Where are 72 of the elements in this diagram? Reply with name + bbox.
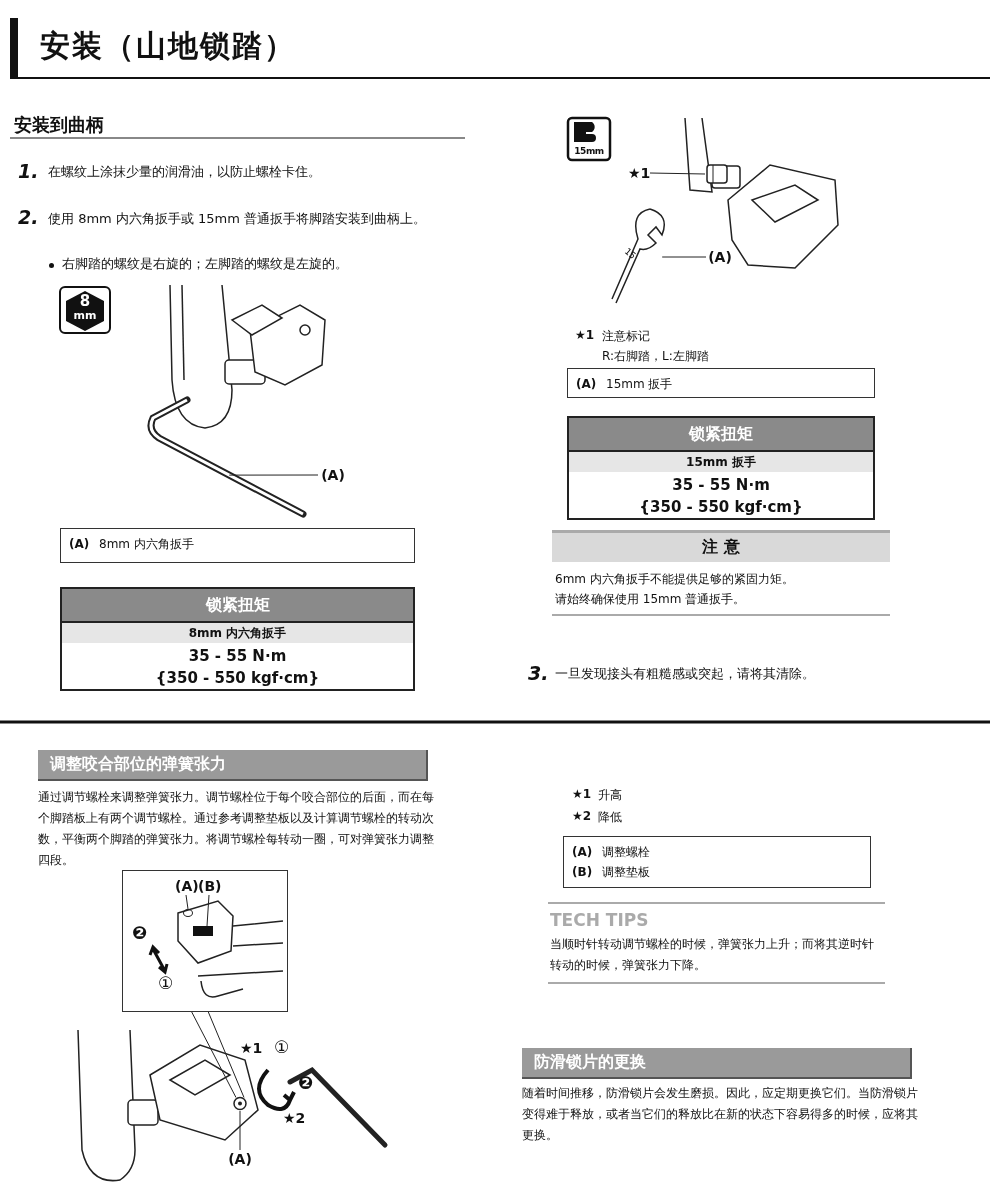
callout-label: (A) [175,877,197,895]
leader-line [228,474,319,476]
note-text: 请始终确保使用 15mm 普通扳手。 [555,591,747,608]
caution-band: 注 意 [552,530,890,562]
table-header: 锁紧扭矩 [62,589,413,623]
legend-box [563,836,871,888]
step-text: 在螺纹上涂抹少量的润滑油，以防止螺栓卡住。 [48,163,322,181]
body-text: 通过调节螺栓来调整弹簧张力。调节螺栓位于每个咬合部位的后面，而在每个脚踏板上有两个调节螺栓。通过参考调整垫板以及计算调节螺栓的转动次数，平衡两个脚踏的弹簧张力。将调节螺栓每转动一圈，可对弹簧张力调整四段。 [38,789,434,869]
step-marker: ❷ [132,922,149,943]
note-text: 6mm 内六角扳手不能提供足够的紧固力矩。 [555,571,795,588]
leader-line [207,1011,245,1098]
torque-table [567,416,875,520]
table-subheader: 15mm 扳手 [569,452,873,472]
icon-text: mm [72,309,98,322]
callout-letter: (B) [572,864,594,881]
callout-letter: (A) [69,536,91,553]
torque-value: 35 - 55 N·m [187,646,288,667]
star-marker: ★1 [575,328,596,342]
step-text: 使用 8mm 内六角扳手或 15mm 普通扳手将脚踏安装到曲柄上。 [48,210,427,228]
step-number: 1. [18,160,40,182]
torque-value: {350 - 550 kgf·cm} [638,497,804,518]
table-subheader: 8mm 内六角扳手 [62,623,413,643]
legend-text: 调整螺栓 [602,845,650,859]
star-marker: ★2 [572,809,593,823]
wrench-marking: 15 [622,246,639,264]
leader-line [239,1110,241,1151]
star-marker: ★1 [572,787,593,801]
table-header: 锁紧扭矩 [569,418,873,452]
callout-label: (B) [198,877,220,895]
step-number: 2. [18,206,40,228]
callout-letter: (A) [572,844,594,861]
section-heading: 安装到曲柄 [14,113,105,137]
body-text: 随着时间推移，防滑锁片会发生磨损。因此，应定期更换它们。当防滑锁片变得难于释放，或者当它们的释放比在新的状态下容易得多的时候，应将其更换。 [522,1085,918,1144]
inset-frame [122,870,288,1012]
star-marker: ★1 [240,1040,264,1056]
callout-label: (A) [318,466,348,484]
legend-text: 8mm 内六角扳手 [99,537,194,551]
callout-label: ★1 [628,164,650,182]
step-number: 3. [528,662,550,684]
leader-line [661,256,707,258]
step-text: 一旦发现接头有粗糙感或突起，请将其清除。 [555,665,816,683]
step-marker: ① [158,973,175,993]
legend-text: 升高 [598,787,623,804]
legend-box [60,528,415,563]
icon-text: 8 [78,293,92,309]
icon-text: 15mm [573,145,605,157]
star-marker: ★2 [283,1110,307,1126]
step-marker: ① [274,1037,291,1057]
leader-line [649,172,706,175]
bullet-text: 右脚踏的螺纹是右旋的；左脚踏的螺纹是左旋的。 [62,255,349,273]
tips-text: 当顺时针转动调节螺栓的时候，弹簧张力上升；而将其逆时针转动的时候，弹簧张力下降。 [550,936,875,974]
legend-box [567,368,875,398]
section-band: 调整咬合部位的弹簧张力 [38,750,428,781]
leader-line [185,894,189,910]
callout-label: (A) [706,248,734,266]
legend-text: 15mm 扳手 [606,377,673,391]
step-marker: ❷ [298,1072,315,1093]
callout-label: (A) [227,1150,253,1168]
legend-text: 降低 [598,809,623,826]
page-title: 安装（山地锁踏） [40,27,296,65]
callout-letter: (A) [576,376,598,393]
note-text: R:右脚踏，L:左脚踏 [602,348,710,365]
torque-value: {350 - 550 kgf·cm} [154,668,321,689]
torque-value: 35 - 55 N·m [671,475,771,496]
leader-line [206,894,210,927]
leader-line [191,1011,237,1098]
legend-text: 调整垫板 [602,865,650,879]
torque-table [60,587,415,691]
note-text: 注意标记 [602,328,651,345]
adjusting-plate-symbol [193,926,213,936]
section-band: 防滑锁片的更换 [522,1048,912,1079]
tips-heading: TECH TIPS [550,910,650,930]
